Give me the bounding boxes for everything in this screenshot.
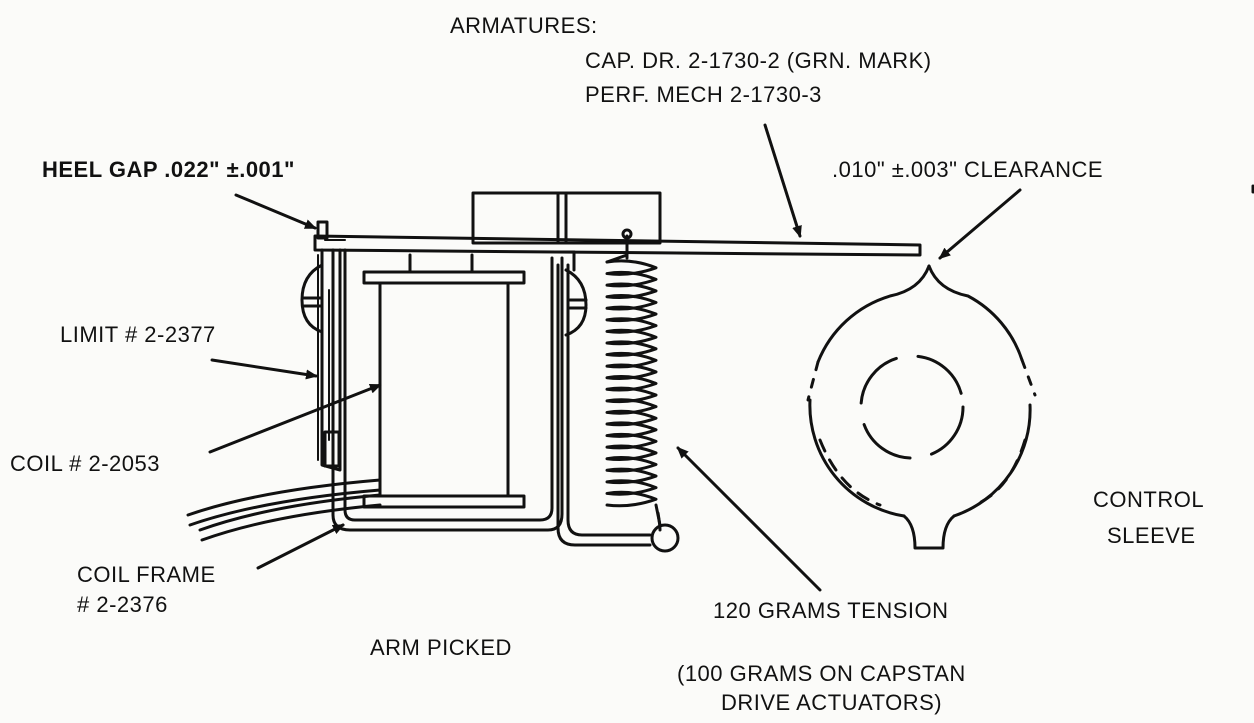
coil-label: COIL # 2-2053 xyxy=(10,451,160,476)
coil-arrow xyxy=(208,383,382,454)
armature-cap-dr-label: CAP. DR. 2-1730-2 (GRN. MARK) xyxy=(585,48,932,73)
capstan-label-line1: (100 GRAMS ON CAPSTAN xyxy=(677,661,966,686)
tension-spring xyxy=(605,228,662,527)
middle-screw-head xyxy=(564,268,588,337)
tension-arrow xyxy=(676,446,822,592)
control-sleeve-label-line1: CONTROL xyxy=(1093,487,1205,512)
armatures-title: ARMATURES: xyxy=(450,13,598,38)
armature-bar xyxy=(313,220,922,257)
control-sleeve-label-line2: SLEEVE xyxy=(1107,523,1196,548)
arm-picked-label: ARM PICKED xyxy=(370,635,512,660)
spring-hook xyxy=(650,511,680,553)
spring-hanger xyxy=(556,263,652,547)
limit-label: LIMIT # 2-2377 xyxy=(60,322,216,347)
coil-frame-label-line1: COIL FRAME xyxy=(77,562,216,587)
tension-label: 120 GRAMS TENSION xyxy=(713,598,949,623)
spring-coils xyxy=(605,259,658,508)
armature-perf-mech-label: PERF. MECH 2-1730-3 xyxy=(585,82,822,107)
left-screw-heads xyxy=(300,263,324,334)
coil-assembly xyxy=(362,253,526,509)
coil-frame xyxy=(331,248,576,532)
heel-gap-label: HEEL GAP .022" ±.001" xyxy=(42,157,295,182)
armature-arrow xyxy=(763,123,802,238)
coil-frame-label-line2: # 2-2376 xyxy=(77,592,168,617)
control-sleeve xyxy=(806,264,1037,550)
heel-gap-arrow xyxy=(234,193,317,230)
capstan-label-line2: DRIVE ACTUATORS) xyxy=(721,690,943,715)
clearance-label: .010" ±.003" CLEARANCE xyxy=(832,157,1104,182)
mounting-block xyxy=(471,191,662,245)
coil-leads xyxy=(186,478,382,542)
leader-arrows xyxy=(208,123,1022,592)
limit-bar xyxy=(317,248,342,472)
clearance-arrow xyxy=(938,188,1022,260)
spring-top-lead xyxy=(605,253,629,264)
limit-arrow xyxy=(210,358,318,380)
coil-frame-arrow xyxy=(256,523,345,570)
